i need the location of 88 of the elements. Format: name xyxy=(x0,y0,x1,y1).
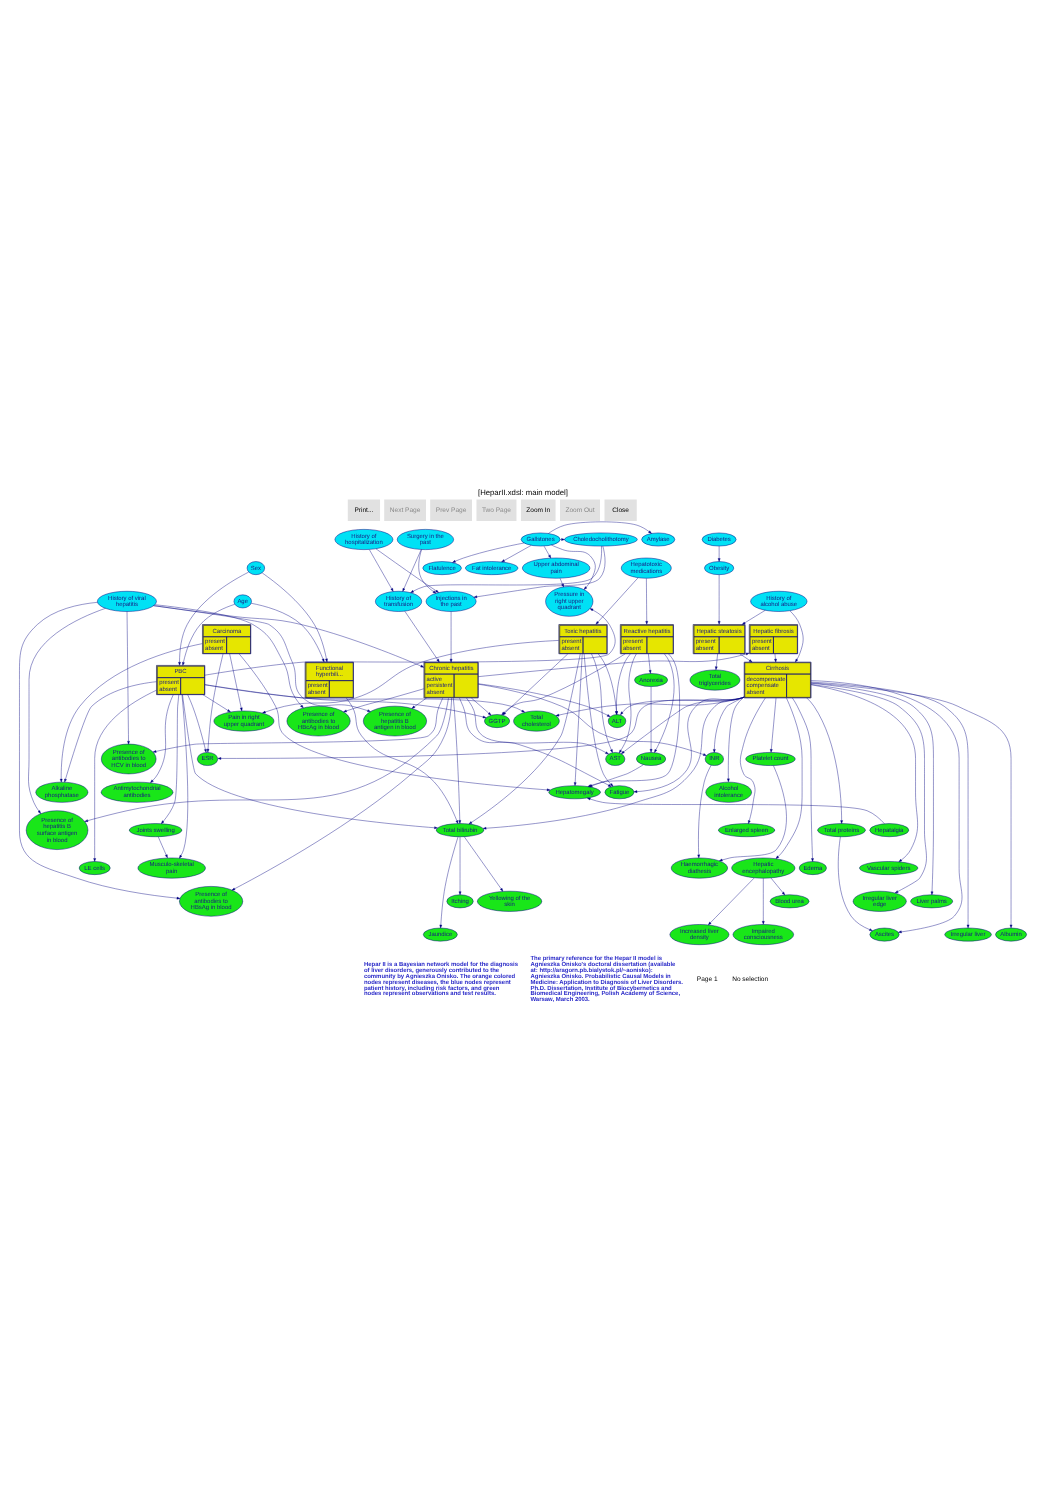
arrow xyxy=(202,693,231,712)
arrow xyxy=(770,696,777,752)
arrow xyxy=(150,693,174,782)
arrow xyxy=(739,652,753,662)
arrow xyxy=(402,548,422,591)
arrow xyxy=(559,577,564,587)
arrow xyxy=(654,652,675,752)
arrow xyxy=(740,696,766,823)
arrow xyxy=(587,652,680,786)
arrow xyxy=(158,835,168,857)
arrow xyxy=(615,652,631,714)
arrow xyxy=(453,696,462,823)
arrow xyxy=(93,689,157,861)
arrow xyxy=(126,610,130,744)
arrow xyxy=(478,683,707,755)
arrow xyxy=(587,796,885,823)
arrow xyxy=(182,693,438,829)
arrow xyxy=(792,696,814,861)
arrow xyxy=(583,652,614,786)
arrow xyxy=(375,547,439,592)
arrow xyxy=(621,695,745,753)
arrow xyxy=(727,695,745,782)
arrow xyxy=(775,696,803,858)
arrow xyxy=(468,652,581,824)
arrow xyxy=(471,696,492,715)
arrow xyxy=(473,544,606,598)
arrow xyxy=(770,876,785,895)
arrow xyxy=(238,652,551,791)
arrow xyxy=(560,537,565,540)
arrow xyxy=(59,642,203,782)
arrow xyxy=(717,573,721,624)
arrow xyxy=(551,543,596,589)
arrow xyxy=(346,696,459,823)
arrow xyxy=(713,695,745,752)
arrow xyxy=(789,609,804,662)
arrow xyxy=(458,835,462,894)
arrow xyxy=(206,652,224,752)
arrow xyxy=(178,570,249,665)
arrow xyxy=(708,876,755,925)
arrow xyxy=(548,520,652,533)
arrow xyxy=(619,652,637,753)
arrow xyxy=(204,607,616,675)
arrow xyxy=(369,548,394,591)
arrow xyxy=(231,696,452,890)
arrow xyxy=(501,544,532,562)
arrow xyxy=(418,548,437,593)
arrow xyxy=(204,683,487,718)
arrow xyxy=(217,696,745,759)
arrow xyxy=(229,652,243,711)
arrow xyxy=(573,652,583,785)
arrow xyxy=(717,545,721,561)
arrow xyxy=(452,541,525,562)
arrow xyxy=(154,603,304,708)
arrow xyxy=(343,687,424,712)
arrow xyxy=(410,544,602,592)
arrow xyxy=(697,764,712,858)
arrow xyxy=(439,835,459,928)
arrow xyxy=(179,693,188,858)
arrow xyxy=(543,545,551,558)
arrow xyxy=(449,610,453,662)
arrow xyxy=(411,696,427,708)
arrow xyxy=(64,680,157,782)
arrow xyxy=(478,651,750,676)
arrow xyxy=(597,652,618,714)
arrow xyxy=(404,609,440,662)
arrow xyxy=(459,697,612,786)
arrow xyxy=(466,696,609,754)
arrow xyxy=(715,652,718,669)
arrow xyxy=(762,877,765,924)
arrow xyxy=(742,609,766,624)
arrow xyxy=(591,652,613,752)
arrow xyxy=(204,683,525,712)
arrow xyxy=(645,577,648,624)
arrow xyxy=(187,693,207,752)
arrow xyxy=(262,571,328,662)
arrow xyxy=(153,604,371,711)
arrow xyxy=(464,835,504,891)
arrow xyxy=(648,652,652,673)
arrow xyxy=(84,697,449,821)
arrow xyxy=(251,602,325,662)
arrow xyxy=(182,603,235,665)
arrow xyxy=(152,697,443,752)
arrow xyxy=(595,576,639,624)
arrow xyxy=(589,763,644,786)
arrow xyxy=(161,693,179,823)
arrow xyxy=(649,685,653,752)
arrow xyxy=(28,607,106,813)
arrow xyxy=(774,652,777,662)
